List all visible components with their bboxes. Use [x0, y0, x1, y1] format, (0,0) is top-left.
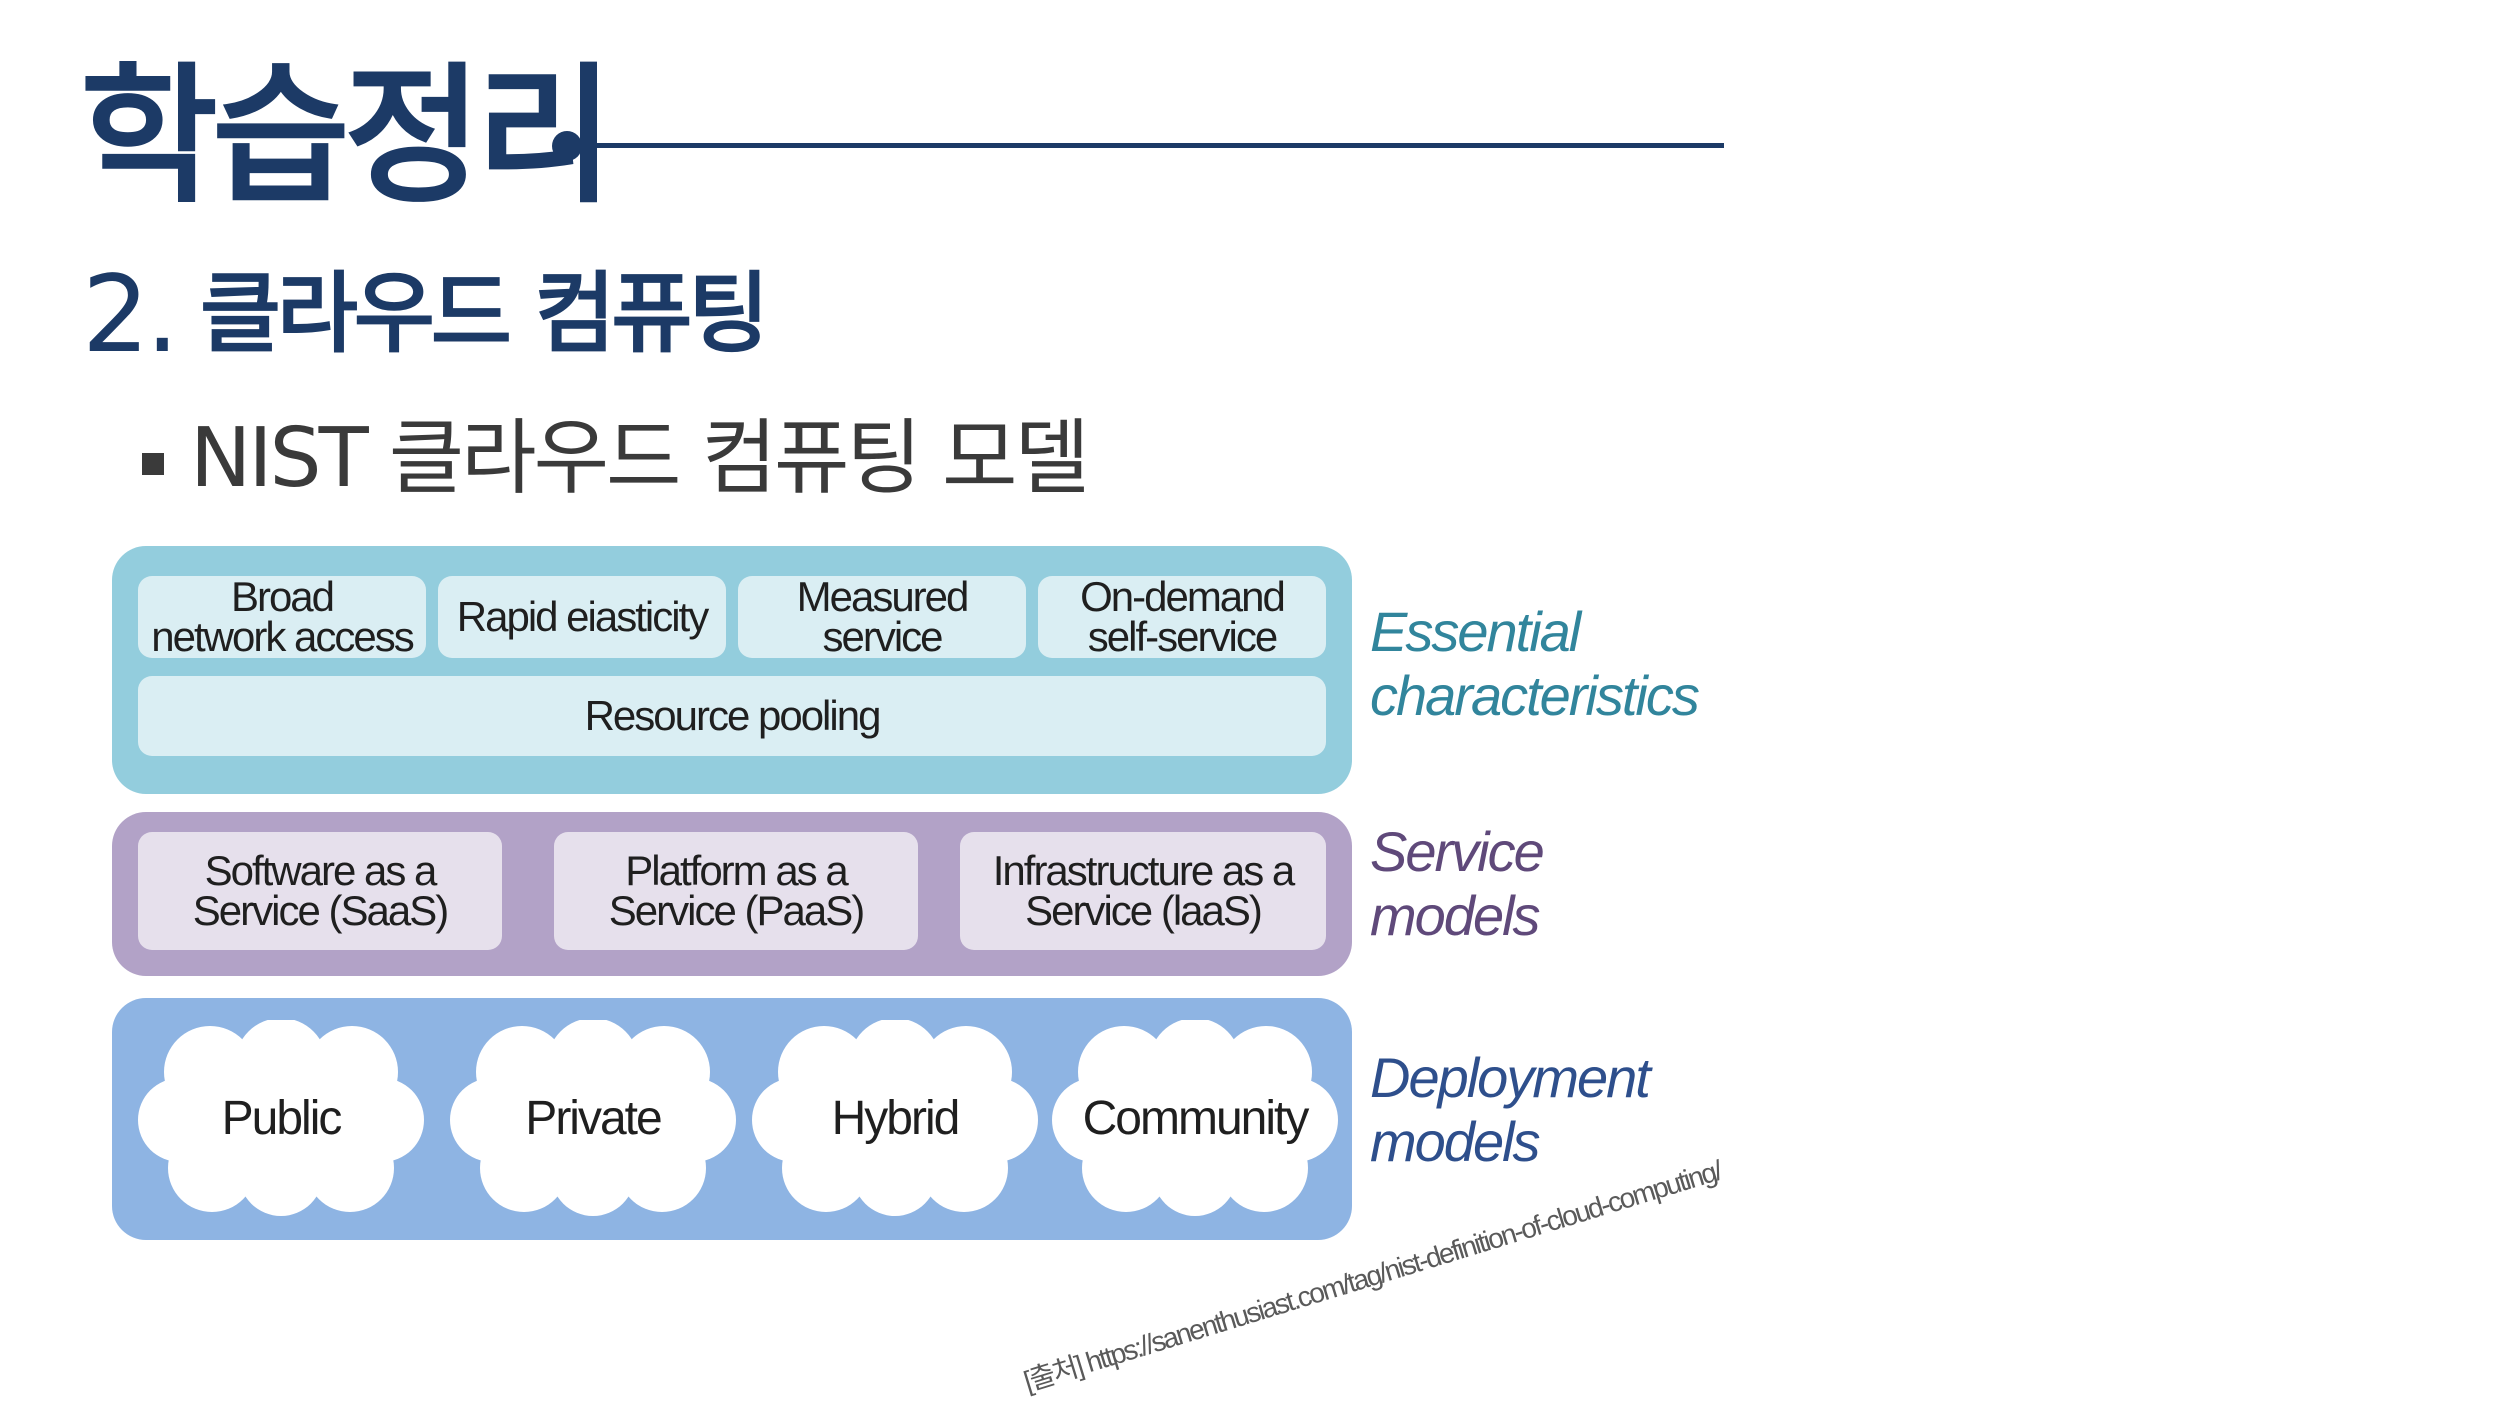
- cloud-label: Community: [1082, 1091, 1310, 1145]
- box-line-1: Platform as a: [625, 847, 848, 894]
- cloud-icon: [138, 1020, 424, 1216]
- label-line-2: characteristics: [1370, 664, 1700, 727]
- deployment-cloud-public: Public: [138, 1020, 424, 1216]
- cloud-icon: [1052, 1020, 1338, 1216]
- deployment-cloud-community: Community: [1052, 1020, 1338, 1216]
- deployment-cloud-private: Private: [450, 1020, 736, 1216]
- label-line-1: Service: [1370, 820, 1545, 883]
- box-line-1: On-demand: [1080, 573, 1286, 620]
- label-line-2: models: [1370, 1110, 1541, 1173]
- bullet-icon: [142, 453, 164, 475]
- cloud-icon: [450, 1020, 736, 1216]
- essential-characteristics-label: Essential characteristics: [1370, 600, 1700, 728]
- cloud-label: Private: [525, 1091, 662, 1145]
- essential-box-resource-pooling: Resource pooling: [138, 676, 1326, 756]
- title-divider: [578, 143, 1724, 148]
- service-box-iaas: Infrastructure as a Service (laaS): [960, 832, 1326, 950]
- deployment-models-label: Deployment models: [1370, 1046, 1651, 1174]
- box-line-2: Service (laaS): [1025, 887, 1263, 934]
- box-line-2: service: [822, 613, 943, 660]
- service-box-saas: Software as a Service (SaaS): [138, 832, 502, 950]
- box-line-1: Rapid eiasticity: [456, 593, 709, 640]
- essential-box-measured-service: Measured service: [738, 576, 1026, 658]
- page-title: 학습정리: [80, 50, 614, 224]
- bullet-text: NIST 클라우드 컴퓨팅 모델: [190, 411, 1090, 506]
- service-models-label: Service models: [1370, 820, 1545, 948]
- cloud-label: Public: [221, 1091, 343, 1145]
- box-line-2: Service (PaaS): [608, 887, 865, 934]
- section-number: 2.: [82, 253, 179, 376]
- essential-box-on-demand-self-service: On-demand self-service: [1038, 576, 1326, 658]
- box-line-1: Infrastructure as a: [992, 847, 1295, 894]
- box-line-1: Software as a: [204, 847, 438, 894]
- title-dot: [552, 131, 582, 161]
- service-box-paas: Platform as a Service (PaaS): [554, 832, 918, 950]
- box-line-1: Resource pooling: [584, 692, 882, 739]
- box-line-2: self-service: [1087, 613, 1278, 660]
- box-line-1: Broad: [230, 573, 335, 620]
- box-line-1: Measured: [796, 573, 970, 620]
- essential-box-rapid-elasticity: Rapid eiasticity: [438, 576, 726, 658]
- label-line-2: models: [1370, 884, 1541, 947]
- box-line-2: network access: [151, 613, 414, 660]
- label-line-1: Deployment: [1370, 1046, 1651, 1109]
- section-title: 클라우드 컴퓨팅: [200, 262, 769, 365]
- cloud-icon: [752, 1020, 1038, 1216]
- box-line-2: Service (SaaS): [192, 887, 449, 934]
- label-line-1: Essential: [1370, 600, 1581, 663]
- essential-box-broad-network-access: Broad network access: [138, 576, 426, 658]
- cloud-label: Hybrid: [831, 1091, 961, 1145]
- deployment-cloud-hybrid: Hybrid: [752, 1020, 1038, 1216]
